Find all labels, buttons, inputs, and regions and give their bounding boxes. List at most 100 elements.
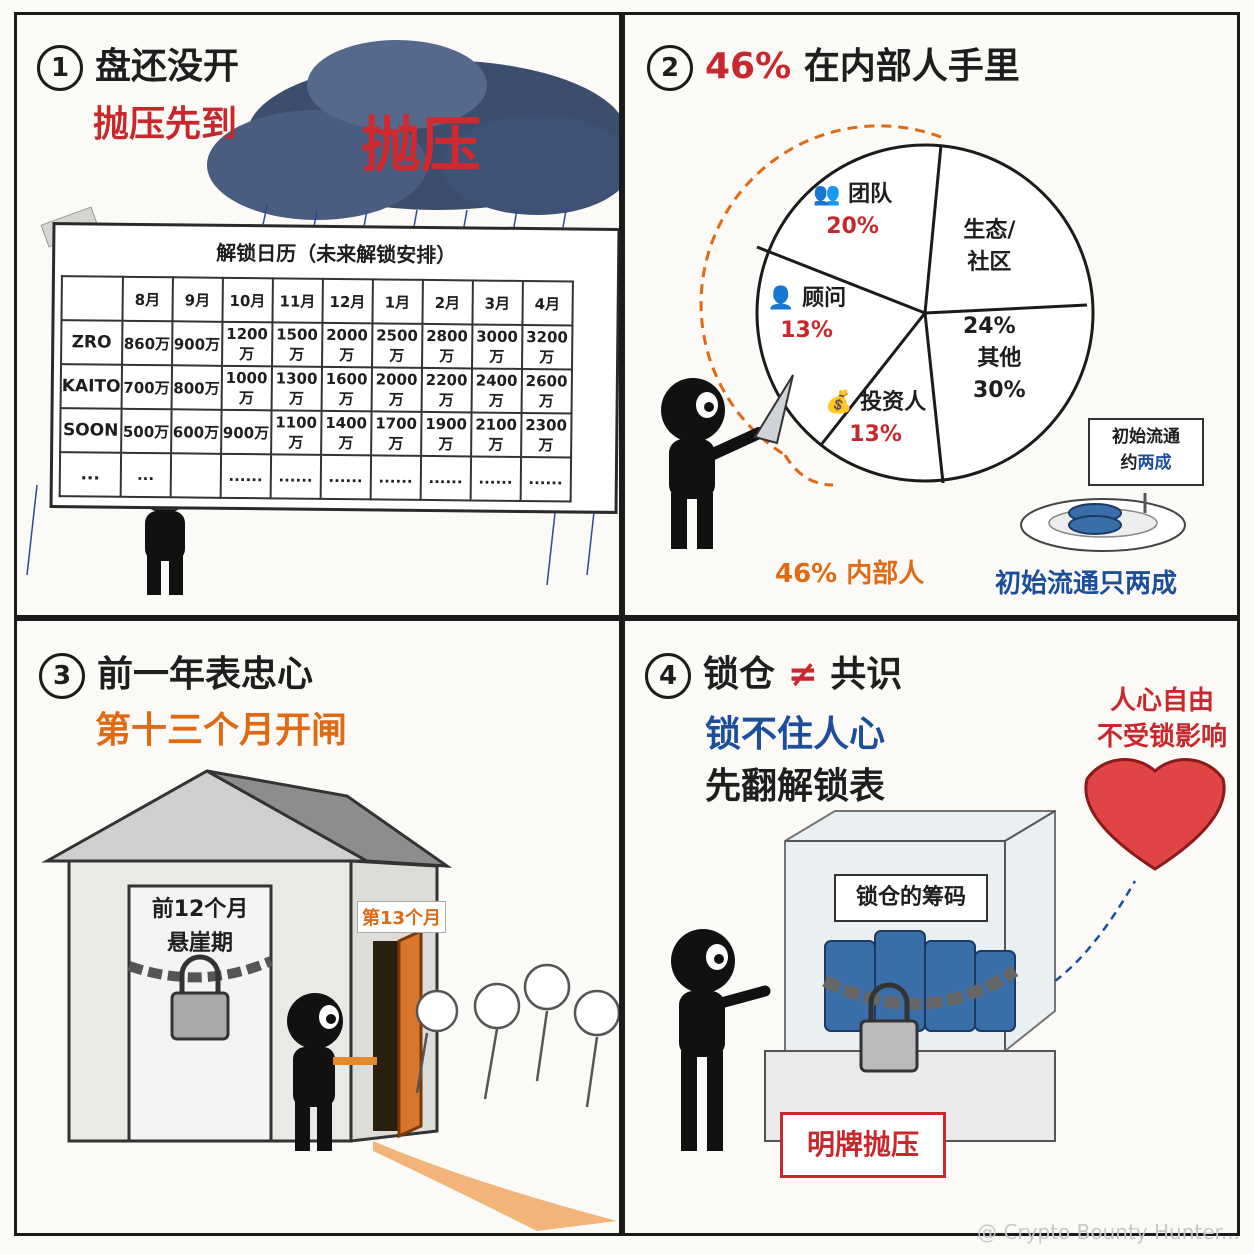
table-cell: ...: [120, 452, 171, 498]
pie-slice-other: 其他 30%: [973, 343, 1026, 407]
month-header: 3月: [472, 280, 523, 325]
month-header: 8月: [122, 276, 173, 322]
slice-label: 投资人: [860, 390, 927, 415]
pie-slice-investor: 💰 投资人 13%: [825, 387, 926, 451]
unlock-calendar: 解锁日历（未来解锁安排） 8月 9月 10月 11月 12月 1月 2月 3月 …: [49, 222, 619, 514]
month-13-tag: 第13个月: [357, 901, 447, 933]
month-header: 11月: [272, 278, 323, 323]
person-icon: 👤: [767, 286, 803, 311]
sign-line-1: 初始流通: [1112, 427, 1180, 447]
slice-label: 顾问: [802, 286, 847, 311]
panel-2-title-text: 在内部人手里: [803, 46, 1020, 87]
table-cell: 500万: [120, 408, 172, 454]
table-row: ... ... ...... ...... ...... ...... ....…: [59, 452, 571, 502]
visible-sell-pressure-sign: 明牌抛压: [780, 1112, 946, 1178]
month-header: 10月: [222, 277, 273, 323]
panel-1-subtitle: 抛压先到: [93, 104, 238, 145]
money-bag-icon: 💰: [825, 390, 861, 415]
panel-3: 3 前一年表忠心 第十三个月开闸 前12个月 悬崖期 第13个月: [14, 618, 622, 1236]
watermark: @ Crypto Bounty Hunter...: [977, 1220, 1240, 1244]
sign-line-2-highlight: 两成: [1137, 453, 1172, 473]
step-number: 1: [37, 45, 83, 91]
pie-slice-advisor: 👤 顾问 13%: [767, 283, 846, 347]
table-cell: ......: [470, 456, 521, 501]
cliff-period-note: 前12个月 悬崖期: [139, 893, 261, 961]
table-cell: 2300万: [520, 412, 572, 458]
pie-illustration: [661, 124, 1186, 552]
token-name: ZRO: [61, 320, 123, 365]
month-header: 4月: [522, 280, 573, 326]
table-cell: 2000万: [371, 367, 422, 412]
table-row: KAITO 700万 800万 1000万 1300万 1600万 2000万 …: [60, 364, 572, 414]
panel-3-subtitle: 第十三个月开闸: [95, 710, 348, 751]
panel-3-title: 3 前一年表忠心: [39, 645, 313, 699]
table-cell: 1400万: [320, 410, 372, 456]
heart-caption: 人心自由 不受锁影响: [1097, 683, 1227, 755]
token-name: ...: [59, 452, 121, 497]
float-caption: 初始流通只两成: [995, 569, 1178, 599]
table-cell: [170, 453, 221, 498]
table-cell: 1500万: [271, 322, 323, 367]
locked-house-illustration: [41, 769, 619, 1231]
panel-1: 1 盘还没开 抛压先到 抛压 解锁日历（未来解锁安排） 8月 9月 10月 11月…: [14, 12, 622, 618]
table-cell: 3200万: [521, 324, 573, 370]
table-cell: 1900万: [420, 411, 472, 457]
calendar-title: 解锁日历（未来解锁安排）: [216, 240, 457, 268]
insiders-caption: 46% 内部人: [775, 559, 925, 589]
team-icon: 👥: [813, 182, 849, 207]
title-highlight: 46%: [705, 46, 792, 87]
month-header: 1月: [372, 279, 423, 324]
table-cell: 2200万: [421, 367, 472, 413]
stick-figure-pointing: [671, 929, 771, 1151]
month-header: 9月: [172, 277, 223, 322]
note-line-2: 悬崖期: [166, 931, 233, 956]
table-cell: 800万: [171, 365, 222, 410]
table-cell: 2800万: [421, 323, 473, 369]
table-cell: 700万: [121, 364, 172, 410]
panel-4-subtitle-2: 先翻解锁表: [705, 766, 886, 807]
slice-label: 其他: [977, 346, 1022, 371]
panel-1-title-text: 盘还没开: [95, 46, 240, 87]
table-cell: 1300万: [271, 366, 322, 411]
table-cell: 2100万: [470, 412, 522, 457]
month-header: 2月: [422, 279, 473, 325]
locked-chips-label: 锁仓的筹码: [834, 874, 988, 922]
sign-line-2-prefix: 约: [1120, 453, 1138, 473]
step-number: 4: [645, 653, 691, 699]
calendar-header-row: 8月 9月 10月 11月 12月 1月 2月 3月 4月: [61, 276, 573, 326]
panel-1-title: 1 盘还没开: [37, 37, 239, 91]
slice-value: 13%: [780, 318, 833, 343]
table-cell: 2500万: [371, 323, 423, 368]
cloud-label: 抛压: [361, 111, 481, 181]
token-name: SOON: [60, 408, 122, 453]
title-part-1: 锁仓: [703, 654, 776, 695]
table-cell: 1100万: [270, 410, 322, 455]
initial-float-sign: 初始流通 约两成: [1088, 418, 1204, 486]
step-number: 3: [39, 653, 85, 699]
panel-3-title-text: 前一年表忠心: [97, 654, 314, 695]
table-cell: ......: [370, 455, 421, 500]
slice-value: 24%: [963, 314, 1016, 339]
title-part-2: 共识: [830, 654, 903, 695]
slice-value: 13%: [849, 422, 902, 447]
table-cell: 1600万: [321, 366, 372, 412]
table-cell: 3000万: [471, 324, 523, 369]
table-cell: ......: [320, 454, 371, 500]
note-line-1: 前12个月: [151, 897, 249, 922]
table-cell: ......: [420, 455, 471, 501]
table-cell: 600万: [170, 409, 222, 454]
panel-4-subtitle: 锁不住人心: [705, 714, 886, 755]
calendar-corner: [61, 276, 123, 321]
slice-value: 30%: [973, 378, 1026, 403]
table-cell: 2000万: [321, 322, 373, 368]
stick-figure-presenter: [661, 374, 794, 549]
table-cell: 1000万: [221, 365, 272, 411]
slice-value: 20%: [826, 214, 879, 239]
token-name: KAITO: [60, 364, 122, 409]
table-cell: 900万: [220, 409, 272, 455]
table-cell: ......: [220, 453, 271, 499]
table-row: ZRO 860万 900万 1200万 1500万 2000万 2500万 28…: [61, 320, 573, 370]
calendar-table: 8月 9月 10月 11月 12月 1月 2月 3月 4月 ZRO 860万 9…: [59, 275, 574, 502]
